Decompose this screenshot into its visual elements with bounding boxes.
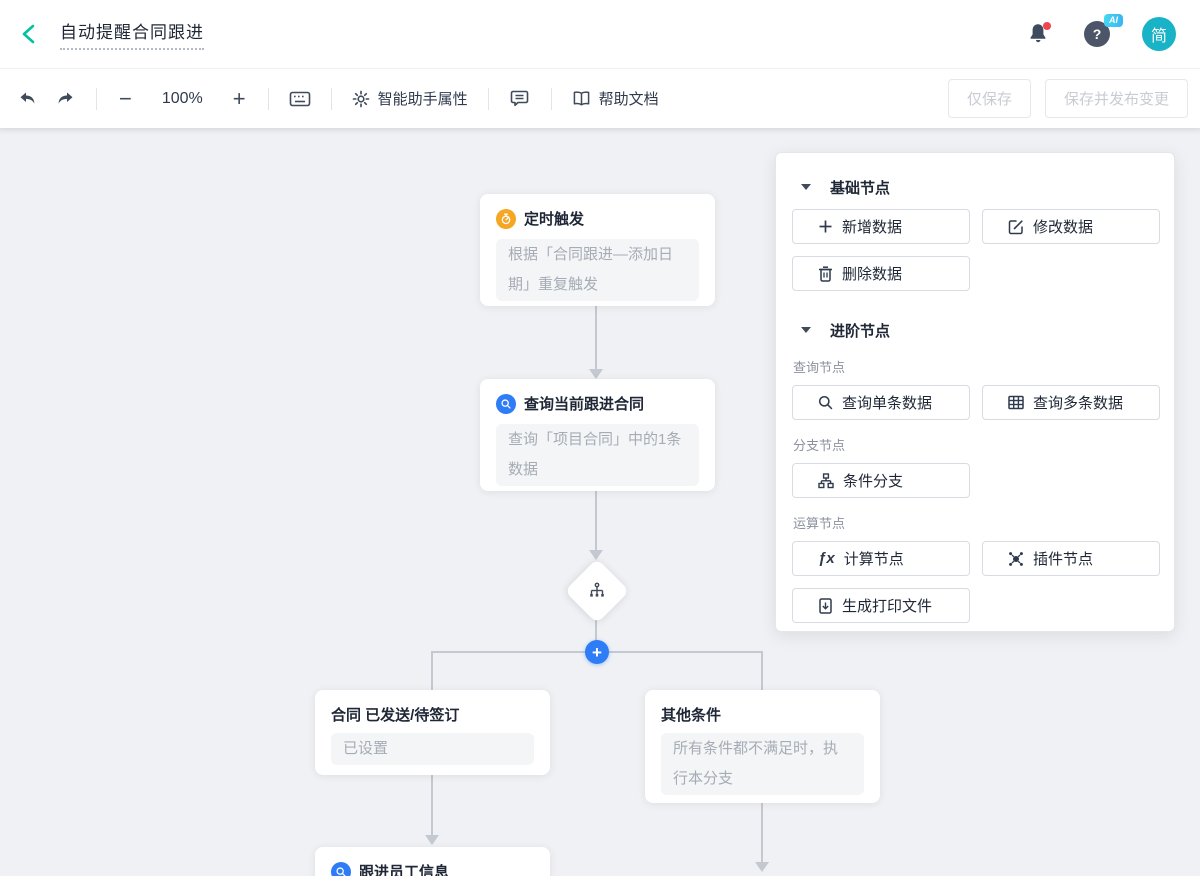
zoom-in-button[interactable]: + [232,85,246,111]
search-icon [818,395,833,410]
node-description: 根据「合同跟进—添加日期」重复触发 [496,239,699,301]
group-label-branch: 分支节点 [793,438,846,453]
group-label-compute: 运算节点 [793,516,846,531]
node-title: 查询当前跟进合同 [524,396,645,413]
help-button[interactable]: ? AI [1084,14,1123,47]
zoom-out-button[interactable]: − [119,85,132,111]
palette-print-file-button[interactable]: 生成打印文件 [792,588,970,623]
toolbar-divider [487,87,489,110]
bell-icon [1030,24,1046,43]
toolbar-divider [550,87,552,110]
palette-plugin-node-button[interactable]: 插件节点 [982,541,1160,576]
section-title: 基础节点 [830,179,891,197]
notification-badge [1043,22,1051,30]
search-icon [496,393,516,414]
ai-badge: AI [1104,14,1123,27]
app-logo[interactable]: 简 [1142,17,1176,51]
node-title: 其他条件 [661,707,722,724]
connector-arrow [589,550,603,560]
palette-edit-data-button[interactable]: 修改数据 [982,209,1160,244]
connector-line [595,491,597,550]
palette-query-multi-button[interactable]: 查询多条数据 [982,385,1160,420]
toolbar-divider [330,87,332,110]
timer-icon [496,208,516,229]
node-description: 所有条件都不满足时，执行本分支 [661,733,864,795]
toolbar-divider [267,87,269,110]
app-header: 自动提醒合同跟进 ? AI 简 [0,0,1200,69]
help-doc-button[interactable]: 帮助文档 [566,82,665,116]
editor-toolbar: − 100% + 智能助手属性 [0,69,1200,128]
workflow-canvas[interactable]: 定时触发 根据「合同跟进—添加日期」重复触发 查询当前跟进合同 查询「项目合同」… [0,128,1200,876]
palette-delete-data-button[interactable]: 删除数据 [792,256,970,291]
plus-icon: + [592,642,602,662]
connector-line [431,651,433,690]
section-basic-nodes-toggle[interactable]: 基础节点 [792,175,1158,199]
group-label-query: 查询节点 [793,360,846,375]
assistant-properties-button[interactable]: 智能助手属性 [346,82,474,116]
node-query[interactable]: 查询当前跟进合同 查询「项目合同」中的1条数据 [480,379,715,491]
back-button[interactable] [16,20,44,48]
node-description: 已设置 [331,733,534,765]
node-palette-panel: 基础节点 新增数据 修改数据 [775,152,1175,632]
connector-line [595,606,597,652]
plugin-icon [1009,551,1023,566]
chevron-down-icon [801,327,811,333]
section-advanced-nodes-toggle[interactable]: 进阶节点 [792,318,1158,342]
keyboard-shortcuts-button[interactable] [283,82,317,116]
palette-condition-branch-button[interactable]: 条件分支 [792,463,970,498]
chevron-left-icon [22,24,35,44]
connector-arrow [589,369,603,379]
palette-add-data-button[interactable]: 新增数据 [792,209,970,244]
palette-query-single-button[interactable]: 查询单条数据 [792,385,970,420]
connector-line [595,306,597,369]
node-title: 合同 已发送/待签订 [331,707,460,724]
node-title: 跟进员工信息 [359,864,450,876]
connector-line [431,775,433,835]
node-title: 定时触发 [524,211,585,228]
page-title[interactable]: 自动提醒合同跟进 [60,18,204,50]
org-chart-icon[interactable] [574,568,620,614]
gear-icon [352,90,370,107]
node-branch-else[interactable]: 其他条件 所有条件都不满足时，执行本分支 [645,690,880,803]
connector-line [761,651,763,690]
node-trigger[interactable]: 定时触发 根据「合同跟进—添加日期」重复触发 [480,194,715,306]
redo-icon [58,92,72,104]
comments-button[interactable] [503,82,537,116]
connector-line [761,803,763,862]
toolbar-divider [96,87,97,110]
book-icon [573,91,589,106]
org-chart-icon [818,472,834,488]
fx-icon: ƒx [818,550,835,567]
add-branch-button[interactable]: + [585,640,609,664]
help-doc-label: 帮助文档 [598,91,659,108]
edit-icon [1008,219,1023,234]
section-title: 进阶节点 [830,322,891,340]
connector-arrow [755,862,769,872]
undo-button[interactable] [10,82,44,116]
connector-arrow [425,835,439,845]
table-icon [1008,395,1024,410]
comment-icon [510,90,529,107]
doc-print-icon [819,597,832,614]
question-mark-icon: ? [1092,26,1102,42]
keyboard-icon [289,91,310,106]
palette-calc-node-button[interactable]: ƒx 计算节点 [792,541,970,576]
redo-button[interactable] [48,82,82,116]
save-only-button[interactable]: 仅保存 [947,79,1031,118]
plus-icon [819,220,832,233]
search-icon [331,861,351,876]
notification-bell-button[interactable] [1026,21,1052,47]
undo-icon [20,92,34,104]
assistant-properties-label: 智能助手属性 [377,91,468,108]
chevron-down-icon [801,184,811,190]
zoom-level[interactable]: 100% [161,89,203,107]
save-publish-button[interactable]: 保存并发布变更 [1044,79,1188,118]
trash-icon [819,265,832,282]
node-description: 查询「项目合同」中的1条数据 [496,424,699,486]
node-follow-up-query[interactable]: 跟进员工信息 [315,847,550,876]
node-branch-condition[interactable]: 合同 已发送/待签订 已设置 [315,690,550,775]
